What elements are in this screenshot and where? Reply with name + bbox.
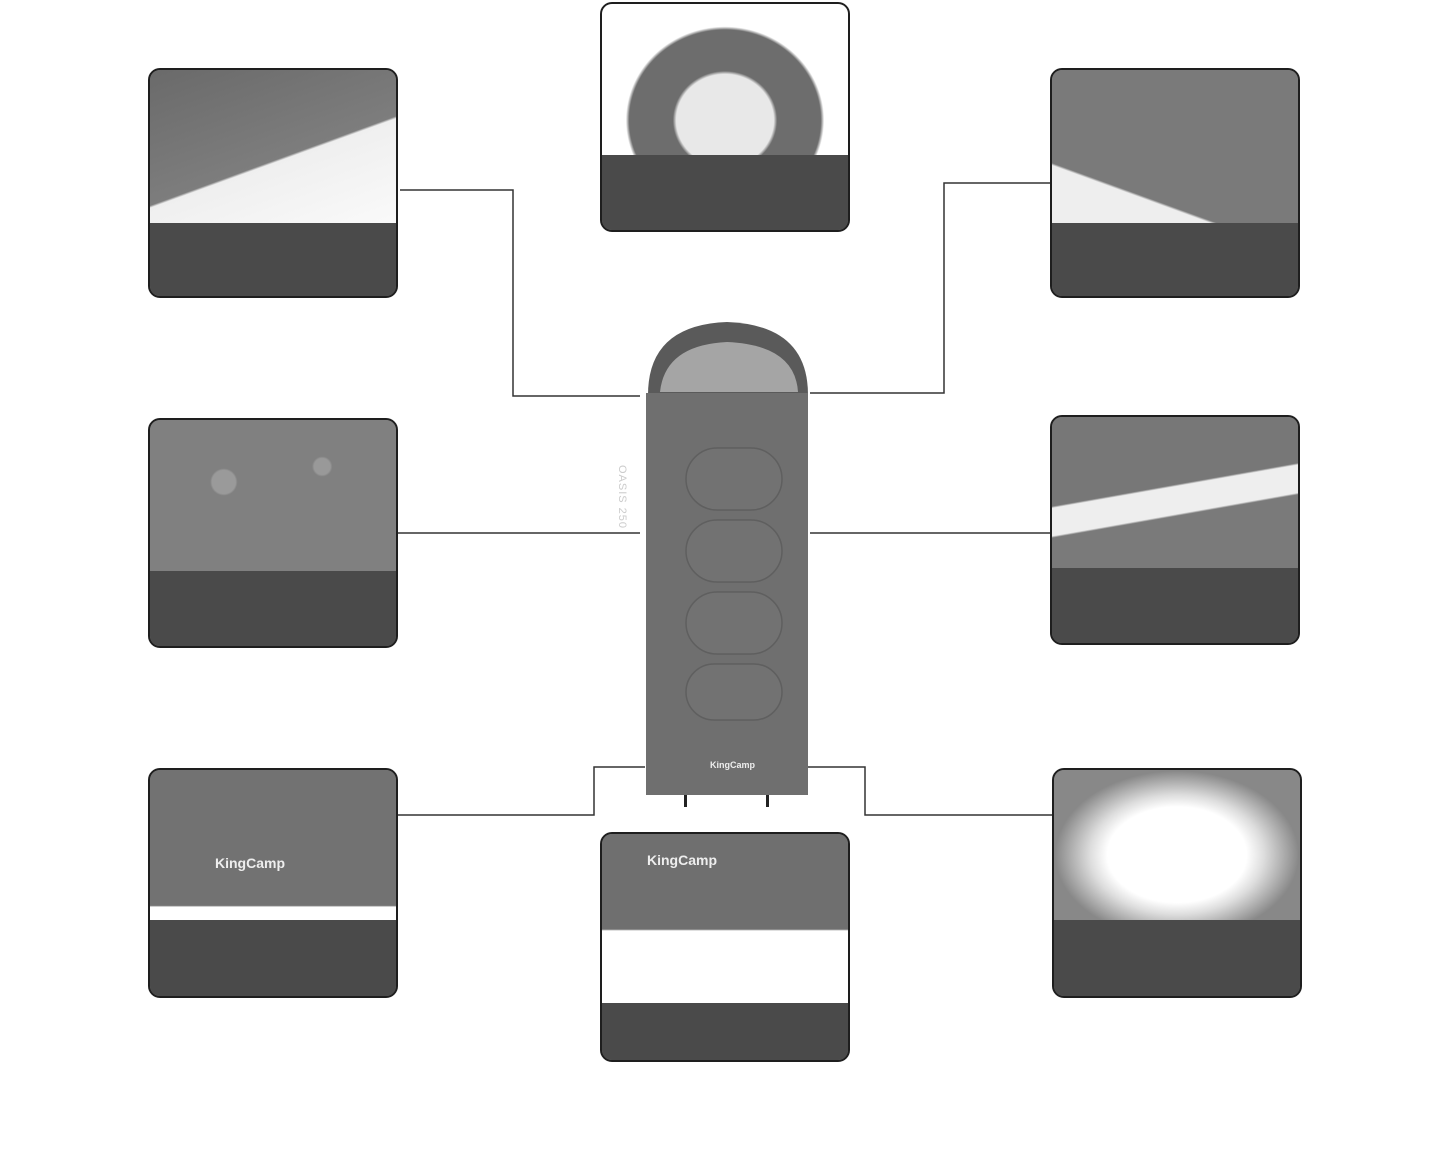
brand-logo: KingCamp — [215, 855, 285, 871]
sleeping-bag — [646, 322, 808, 807]
connector-top-right — [810, 182, 1050, 394]
brand-logo: KingCamp — [647, 852, 717, 868]
feature-two-way-zipper — [1050, 415, 1300, 645]
model-label: OASIS 250 — [616, 465, 628, 530]
connector-top-left — [400, 189, 640, 397]
feature-hollow-fiber-filling — [1052, 768, 1302, 998]
feature-open-foot-zip: KingCamp — [600, 832, 850, 1062]
feature-foot-box-loops: KingCamp — [148, 768, 398, 998]
feature-drawstring-hood — [600, 2, 850, 232]
feature-zipper-slider — [148, 68, 398, 298]
brand-logo: KingCamp — [710, 760, 755, 770]
connector-bottom-left — [398, 766, 645, 816]
feature-pillow-pocket-logo — [1050, 68, 1300, 298]
connector-bottom-right — [808, 766, 1052, 816]
feature-water-repellent-fabric — [148, 418, 398, 648]
